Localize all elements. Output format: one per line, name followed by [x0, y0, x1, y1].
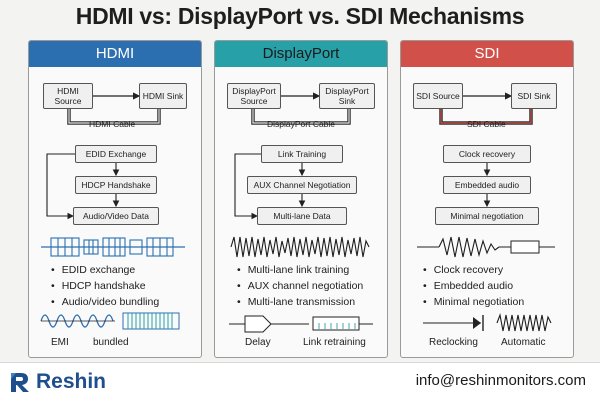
sdi-bullet-2: Embedded audio	[423, 278, 524, 294]
hdmi-step-2: HDCP Handshake	[75, 176, 157, 194]
displayport-bullet-2: AUX channel negotiation	[237, 278, 364, 294]
hdmi-bullet-1: EDID exchange	[51, 262, 159, 278]
displayport-sink-box: DisplayPort Sink	[319, 83, 375, 109]
hdmi-panel-title: HDMI	[29, 41, 201, 67]
displayport-step-2: AUX Channel Negotiation	[247, 176, 357, 194]
hdmi-flow-lines	[40, 92, 185, 330]
hdmi-bullet-3: Audio/video bundling	[51, 294, 160, 310]
hdmi-cable-label: HDMI Cable	[89, 119, 136, 129]
page-title: HDMI vs: DisplayPort vs. SDI Mechanisms	[75, 3, 525, 29]
sdi-bullet-list: Clock recovery Embedded audio Minimal ne…	[423, 262, 524, 310]
displayport-panel-title: DisplayPort	[215, 41, 387, 67]
displayport-cable-label: DisplayPort Cable	[267, 119, 336, 129]
displayport-source-box: DisplayPort Source	[227, 83, 281, 109]
hdmi-bullet-2: HDCP handshake	[51, 278, 159, 294]
hdmi-panel: HDMI	[28, 40, 202, 358]
sdi-step-3: Minimal negotiation	[435, 207, 539, 225]
reshin-r-logo-icon	[11, 373, 29, 392]
hdmi-step-1: EDID Exchange	[75, 145, 157, 163]
displayport-bullet-list: Multi-lane link training AUX channel neg…	[237, 262, 364, 310]
sdi-step-2: Embedded audio	[443, 176, 531, 194]
displayport-step-1: Link Training	[261, 145, 343, 163]
sdi-bottom-left-label: Reclocking	[429, 337, 478, 348]
sdi-bullet-3: Minimal negotiation	[423, 294, 524, 310]
displayport-bullet-3: Multi-lane transmission	[237, 294, 363, 310]
displayport-bottom-left-label: Delay	[245, 337, 271, 348]
hdmi-bottom-right-label: bundled	[93, 337, 129, 348]
hdmi-source-box: HDMI Source	[43, 83, 93, 109]
displayport-panel: DisplayPort DisplayPort Source DisplayPo…	[214, 40, 388, 358]
sdi-sink-box: SDI Sink	[511, 83, 557, 109]
sdi-bottom-right-label: Automatic	[501, 337, 546, 348]
hdmi-bullet-list: EDID exchange HDCP handshake Audio/video…	[51, 262, 160, 310]
displayport-flow-lines	[229, 92, 373, 333]
footer-bar: Reshin info@reshinmonitors.com	[0, 362, 600, 401]
contact-email[interactable]: info@reshinmonitors.com	[415, 372, 586, 389]
brand-logo: Reshin	[8, 369, 106, 395]
brand-name: Reshin	[36, 370, 107, 393]
hdmi-sink-box: HDMI Sink	[139, 83, 187, 109]
displayport-step-3: Multi-lane Data	[257, 207, 347, 225]
displayport-bullet-1: Multi-lane link training	[237, 262, 363, 278]
sdi-flow-lines	[417, 92, 555, 332]
hdmi-bottom-left-label: EMI	[51, 337, 69, 348]
sdi-panel-title: SDI	[401, 41, 573, 67]
hdmi-step-3: Audio/Video Data	[73, 207, 159, 225]
sdi-source-box: SDI Source	[413, 83, 463, 109]
displayport-bottom-right-label: Link retraining	[303, 337, 366, 348]
sdi-cable-label: SDI Cable	[467, 119, 506, 129]
sdi-panel: SDI SDI Source SDI Sink SDI Cable Clock …	[400, 40, 574, 358]
sdi-step-1: Clock recovery	[443, 145, 531, 163]
sdi-bullet-1: Clock recovery	[423, 262, 524, 278]
